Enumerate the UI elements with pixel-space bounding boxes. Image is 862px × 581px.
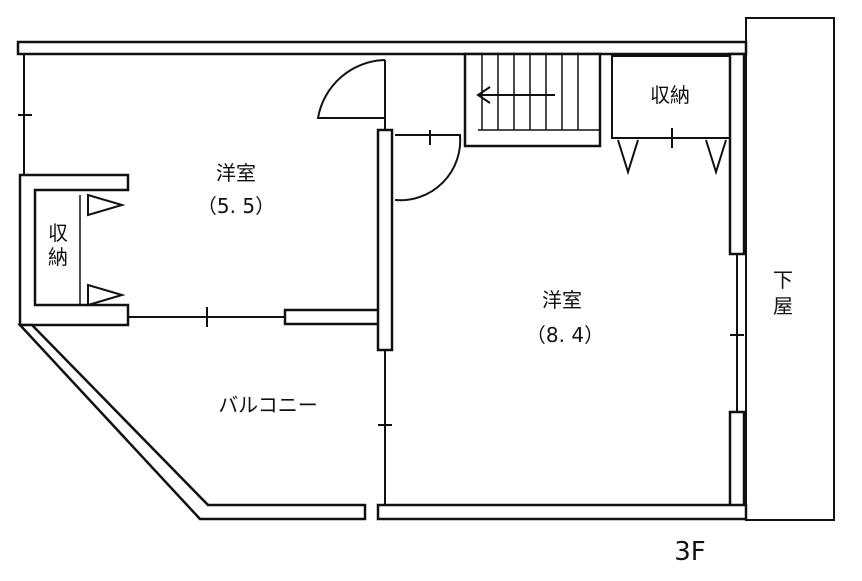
left-storage-label-2: 納 bbox=[48, 245, 68, 269]
center-wall bbox=[376, 128, 394, 352]
left-closet-wall bbox=[18, 173, 130, 327]
top-storage-label: 収納 bbox=[650, 83, 690, 107]
left-storage-label-1: 収 bbox=[48, 221, 68, 245]
closet-door-marker bbox=[87, 193, 126, 217]
lean-to-label-1: 下 bbox=[773, 268, 793, 292]
room-name-1: 洋室 bbox=[216, 161, 256, 185]
door-swing bbox=[394, 134, 462, 202]
room-size-1: （5. 5） bbox=[197, 194, 275, 218]
stair-arrow-icon bbox=[476, 86, 555, 104]
lean-to-area bbox=[745, 17, 835, 521]
door-swing bbox=[316, 59, 386, 130]
balcony-label: バルコニー bbox=[218, 393, 318, 417]
balcony-diagonal-wall bbox=[17, 323, 367, 521]
closet-door-marker bbox=[705, 139, 727, 176]
right-wall-upper bbox=[728, 52, 746, 256]
right-wall-lower bbox=[728, 410, 746, 509]
bottom-wall bbox=[376, 503, 748, 521]
closet-door-marker bbox=[617, 139, 639, 176]
floor-label: 3F bbox=[674, 537, 706, 567]
lean-to-label-2: 屋 bbox=[773, 294, 793, 318]
partition-wall bbox=[283, 308, 387, 326]
closet-door-marker bbox=[87, 283, 126, 307]
stair-treads bbox=[478, 54, 600, 131]
room-name-2: 洋室 bbox=[542, 288, 582, 312]
top-wall bbox=[16, 40, 748, 56]
room-size-2: （8. 4） bbox=[526, 323, 604, 347]
